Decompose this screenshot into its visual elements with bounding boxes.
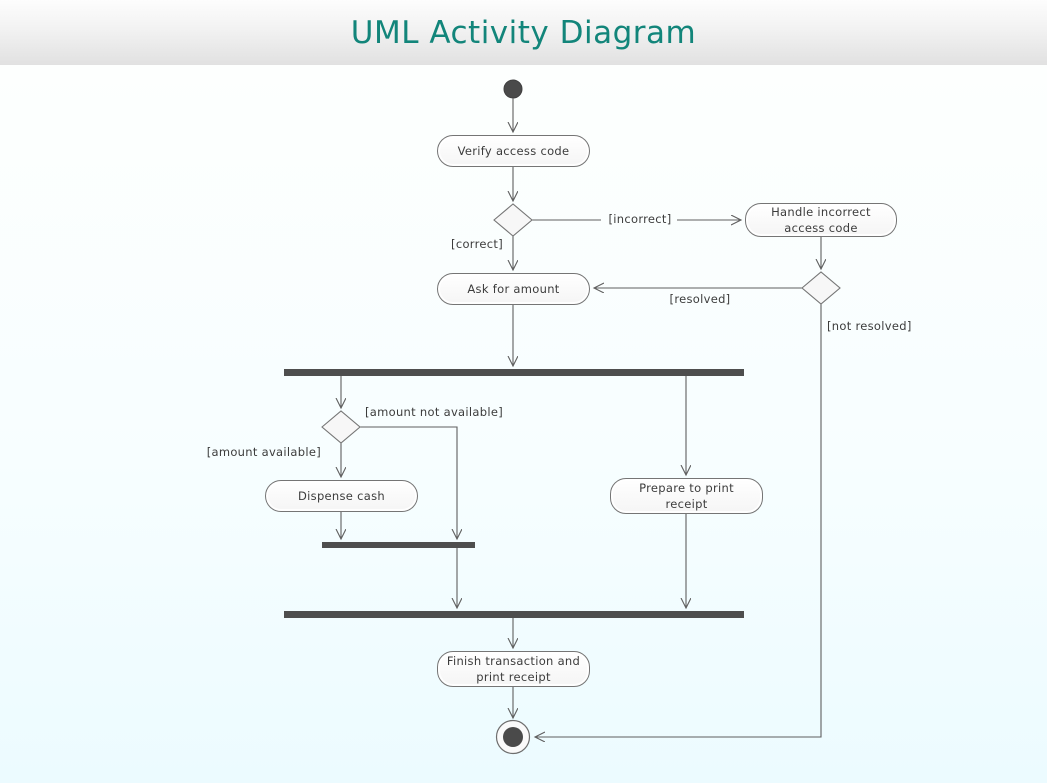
action-ask-for-amount: Ask for amount [437,273,590,305]
page-title: UML Activity Diagram [350,14,697,51]
action-finish-transaction: Finish transaction and print receipt [437,651,590,687]
guard-resolved: [resolved] [669,292,731,306]
join2-bar [284,611,744,618]
action-dispense-cash: Dispense cash [265,480,418,512]
final-node-dot [503,727,523,747]
decision3-node [321,410,361,444]
page-header: UML Activity Diagram [0,0,1047,65]
decision2-node [801,271,841,305]
edge-decision3-join1 [360,426,457,539]
fork-bar [284,369,744,376]
edge-decision2-final [535,304,822,737]
guard-correct: [correct] [451,237,503,251]
connectors-layer [284,79,841,755]
initial-node [503,79,523,99]
action-prepare-to-print-receipt: Prepare to print receipt [610,478,763,514]
guard-not-resolved: [not resolved] [827,319,912,333]
join1-bar [322,542,475,548]
guard-amount-not-available: [amount not available] [365,405,503,419]
action-verify-access-code: Verify access code [437,135,590,167]
guard-incorrect: [incorrect] [608,212,672,226]
diagram-canvas: Verify access code Handle incorrect acce… [0,65,1047,783]
guard-amount-available: [amount available] [206,445,321,459]
action-handle-incorrect-access-code: Handle incorrect access code [745,203,897,237]
decision1-node [493,203,533,237]
